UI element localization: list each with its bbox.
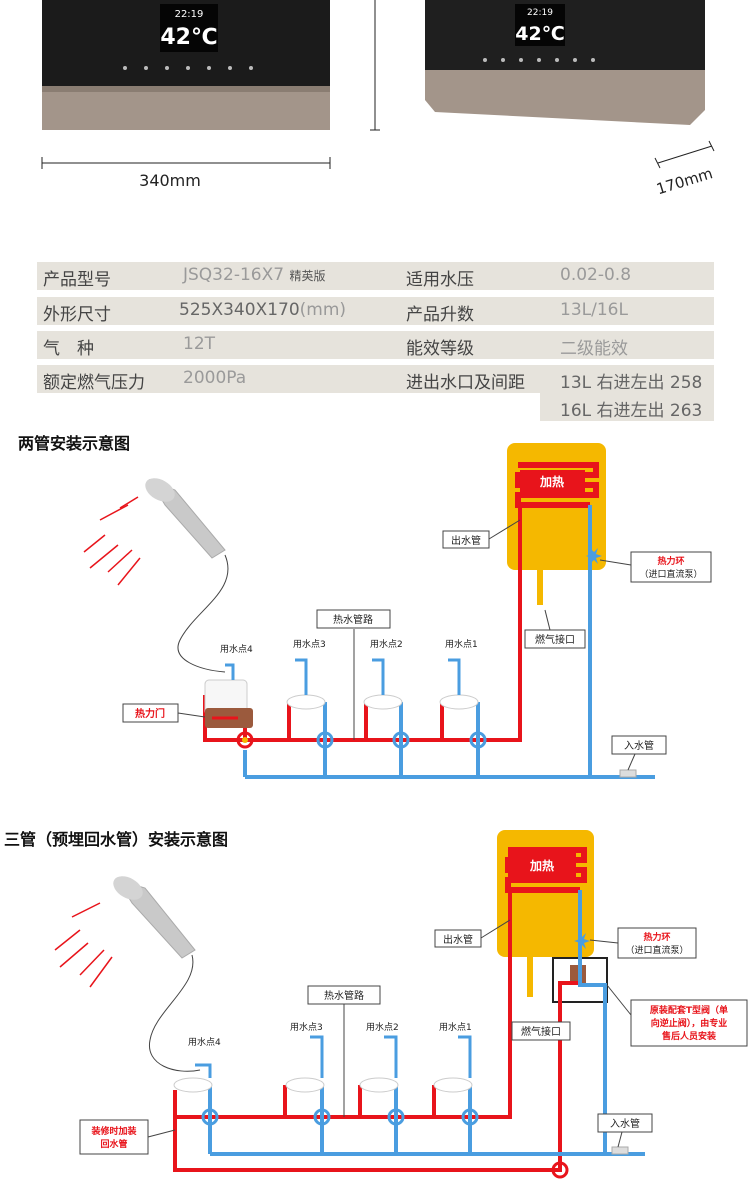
spec-value: 12T bbox=[183, 334, 216, 354]
spec-label: 产品升数 bbox=[406, 305, 474, 325]
water-heater: 加热 bbox=[497, 830, 594, 997]
point-label: 用水点1 bbox=[445, 638, 478, 650]
spec-value: 二级能效 bbox=[560, 339, 628, 359]
diagram1-title: 两管安装示意图 bbox=[18, 434, 131, 453]
heat-ring-sub: （进口直流泵） bbox=[639, 568, 702, 580]
inlet-label: 入水管 bbox=[610, 1117, 640, 1130]
svg-text:22:19: 22:19 bbox=[527, 8, 553, 18]
point-label: 用水点3 bbox=[293, 638, 326, 650]
spec-label: 额定燃气压力 bbox=[43, 373, 145, 393]
heater-label: 加热 bbox=[539, 474, 564, 489]
water-heater: 加热 bbox=[507, 443, 606, 605]
heat-ring-label: 热力环 bbox=[643, 931, 670, 943]
diagram2-title: 三管（预埋回水管）安装示意图 bbox=[4, 830, 229, 849]
display-temp: 42℃ bbox=[160, 25, 217, 50]
shower-head-icon bbox=[83, 478, 229, 673]
product-images: 22:19 42℃ 340mm 22:19 42℃ 170mm bbox=[41, 0, 715, 198]
heat-ring-sub: （进口直流泵） bbox=[625, 944, 688, 956]
point-label: 用水点2 bbox=[366, 1021, 399, 1033]
spec-value: 13L/16L bbox=[560, 300, 628, 320]
spec-label: 外形尺寸 bbox=[43, 305, 111, 325]
inlet-label: 入水管 bbox=[624, 739, 654, 752]
heater-side-view: 22:19 42℃ bbox=[425, 0, 705, 125]
spec-label: 进出水口及间距 bbox=[406, 373, 525, 393]
spec-row: 外形尺寸 525X340X170(mm) 产品升数 13L/16L bbox=[37, 297, 714, 325]
spec-row: 额定燃气压力 2000Pa 进出水口及间距 13L 右进左出 258 bbox=[37, 365, 714, 393]
spec-label: 产品型号 bbox=[43, 270, 111, 290]
spec-value: 13L 右进左出 258 bbox=[560, 373, 703, 393]
spec-label: 能效等级 bbox=[406, 339, 474, 359]
heat-ring-label: 热力环 bbox=[657, 555, 684, 567]
spec-value: 16L 右进左出 263 bbox=[560, 401, 703, 421]
return-label-1: 装修时加装 bbox=[90, 1125, 137, 1137]
cold-pipes bbox=[208, 890, 645, 1156]
spec-row-extra: 16L 右进左出 263 bbox=[540, 393, 714, 421]
point-label: 用水点4 bbox=[188, 1036, 221, 1048]
heater-label: 加热 bbox=[529, 858, 554, 873]
spec-value: 0.02-0.8 bbox=[560, 265, 632, 285]
point-label: 用水点3 bbox=[290, 1021, 323, 1033]
diagram-two-pipe: 加热 bbox=[83, 443, 712, 779]
spec-row: 产品型号 JSQ32-16X7 精英版 适用水压 0.02-0.8 bbox=[37, 262, 714, 290]
gas-label: 燃气接口 bbox=[521, 1025, 561, 1038]
return-label-2: 回水管 bbox=[100, 1138, 127, 1150]
tvalve-label-1: 原装配套T型阀（单 bbox=[650, 1004, 728, 1016]
svg-text:42℃: 42℃ bbox=[515, 23, 564, 45]
spec-value: JSQ32-16X7 精英版 bbox=[183, 265, 326, 285]
hot-pipe-label: 热水管路 bbox=[324, 989, 364, 1002]
diagram-three-pipe: 加热 bbox=[54, 830, 748, 1179]
outlet-label: 出水管 bbox=[443, 933, 473, 946]
width-label: 340mm bbox=[139, 171, 201, 190]
depth-label: 170mm bbox=[654, 164, 715, 198]
shower-head-icon bbox=[54, 876, 201, 1072]
fixtures bbox=[204, 548, 637, 778]
fixtures bbox=[173, 933, 629, 1179]
hot-pipes bbox=[173, 890, 578, 1172]
tvalve-label-2: 向逆止阀），由专业 bbox=[651, 1017, 728, 1029]
hot-pipe-label: 热水管路 bbox=[333, 613, 373, 626]
spec-value: 525X340X170(mm) bbox=[179, 300, 347, 320]
point-label: 用水点2 bbox=[370, 638, 403, 650]
spec-value: 2000Pa bbox=[183, 368, 247, 388]
heater-front-view: 22:19 42℃ bbox=[42, 0, 330, 130]
spec-label: 气 种 bbox=[43, 339, 94, 359]
cold-pipes bbox=[243, 505, 655, 779]
spec-label: 适用水压 bbox=[406, 270, 474, 290]
gas-label: 燃气接口 bbox=[535, 633, 575, 646]
valve-label: 热力门 bbox=[135, 707, 165, 720]
display-time: 22:19 bbox=[175, 9, 204, 20]
spec-row: 气 种 12T 能效等级 二级能效 bbox=[37, 331, 714, 359]
tvalve-label-3: 售后人员安装 bbox=[661, 1030, 717, 1042]
outlet-label: 出水管 bbox=[451, 534, 481, 547]
point-label: 用水点4 bbox=[220, 643, 253, 655]
point-label: 用水点1 bbox=[439, 1021, 472, 1033]
